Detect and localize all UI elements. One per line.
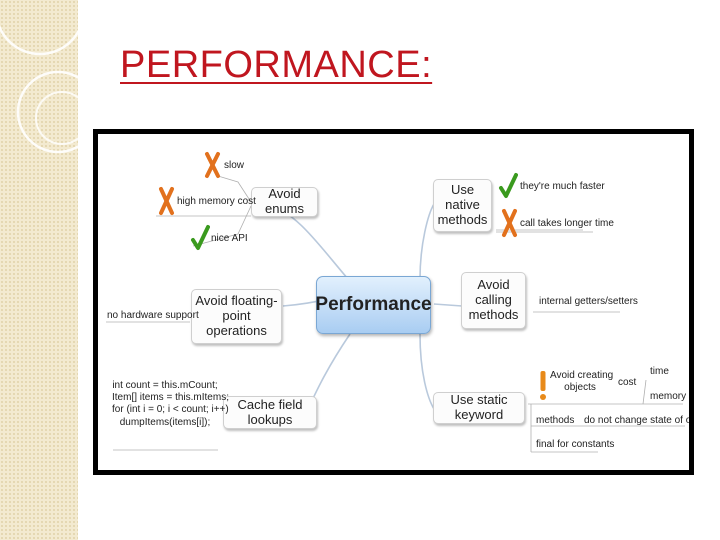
code-line: dumpItems(items[i]); bbox=[119, 416, 211, 428]
leaf-avoid-creating-line1: Avoid creating bbox=[550, 370, 614, 381]
leaf-slow: slow bbox=[224, 160, 245, 171]
leaf-final-for-constants: final for constants bbox=[536, 439, 615, 450]
leaf-time: time bbox=[650, 366, 669, 377]
code-line: for (int i = 0; i < count; i++) bbox=[112, 404, 229, 416]
check-icon bbox=[499, 173, 518, 198]
leaf-avoid-creating-objects: Avoid creating objects bbox=[550, 370, 614, 393]
warning-icon bbox=[540, 371, 546, 400]
leaf-do-not-change-state: do not change state of object bbox=[584, 415, 689, 426]
leaf-avoid-creating-line2: objects bbox=[564, 381, 596, 393]
slide-title: PERFORMANCE: bbox=[120, 44, 433, 86]
node-use-native-methods-line2: methods bbox=[437, 211, 488, 227]
central-topic[interactable]: Performance bbox=[315, 276, 432, 334]
node-avoid-enums[interactable]: Avoid enums bbox=[251, 186, 318, 217]
leaf-methods: methods bbox=[536, 415, 575, 426]
check-icon bbox=[191, 225, 210, 250]
leaf-theyre-much-faster: they're much faster bbox=[520, 181, 605, 192]
node-avoid-calling-methods-line2: methods bbox=[468, 306, 519, 322]
leaf-no-hardware-support: no hardware support bbox=[107, 310, 199, 321]
node-use-static-keyword[interactable]: Use static keyword bbox=[433, 392, 525, 424]
cross-icon bbox=[502, 209, 517, 237]
leaf-high-memory-cost: high memory cost bbox=[177, 196, 256, 207]
code-snippet: int count = this.mCount; Item[] items = … bbox=[112, 380, 229, 429]
cross-icon bbox=[205, 152, 220, 178]
node-avoid-floating-point-line1: Avoid floating-point bbox=[195, 293, 278, 324]
leaf-nice-api: nice API bbox=[211, 233, 248, 244]
node-avoid-calling-methods-line1: Avoid calling bbox=[475, 277, 512, 308]
node-avoid-floating-point[interactable]: Avoid floating-point operations bbox=[191, 289, 282, 344]
node-avoid-floating-point-line2: operations bbox=[206, 322, 267, 338]
central-topic-label: Performance bbox=[315, 294, 432, 315]
node-cache-field-lookups-label: Cache field lookups bbox=[237, 396, 303, 427]
leaf-cost: cost bbox=[618, 377, 637, 388]
code-line: Item[] items = this.mItems; bbox=[112, 392, 229, 404]
node-use-native-methods-line1: Use native bbox=[445, 182, 480, 213]
leaf-memory: memory bbox=[650, 391, 687, 402]
node-use-native-methods[interactable]: Use native methods bbox=[433, 179, 492, 232]
leaf-internal-getters-setters: internal getters/setters bbox=[539, 296, 638, 307]
cross-icon bbox=[159, 187, 174, 215]
mindmap-canvas: Performance Avoid enums Avoid floating-p… bbox=[98, 134, 689, 470]
node-avoid-enums-label: Avoid enums bbox=[264, 186, 305, 216]
decorative-rings bbox=[0, 0, 100, 154]
decorative-side-strip bbox=[0, 0, 78, 540]
node-use-static-keyword-label: Use static keyword bbox=[450, 392, 508, 422]
node-avoid-calling-methods[interactable]: Avoid calling methods bbox=[461, 272, 526, 329]
code-line: int count = this.mCount; bbox=[112, 380, 218, 391]
leaf-call-takes-longer-time: call takes longer time bbox=[520, 218, 614, 229]
node-cache-field-lookups[interactable]: Cache field lookups bbox=[223, 396, 317, 429]
